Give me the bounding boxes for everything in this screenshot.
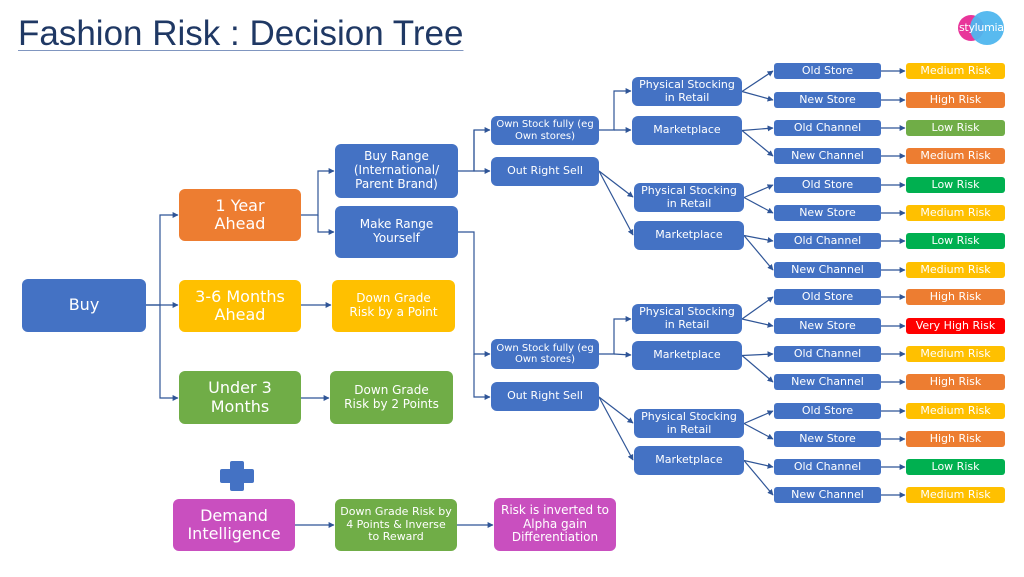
risk-level-badge: Medium Risk: [906, 346, 1005, 362]
risk-level-badge: Medium Risk: [906, 487, 1005, 503]
leaf-condition-node: New Store: [774, 92, 881, 108]
stylumia-logo: stylumia: [958, 11, 1018, 45]
connector-arrow: [741, 351, 774, 358]
risk-level-badge: High Risk: [906, 374, 1005, 390]
leaf-condition-node: New Store: [774, 205, 881, 221]
connector-arrow: [741, 90, 774, 102]
connector-arrow: [743, 459, 774, 469]
own-stock-node-2: Own Stock fully (eg Own stores): [491, 339, 599, 369]
leaf-condition-node: Old Channel: [774, 120, 881, 136]
leaf-condition-node: New Store: [774, 431, 881, 447]
connector-arrow: [741, 125, 774, 132]
connector-arrow: [599, 88, 632, 131]
logo-circle-blue: [970, 11, 1004, 45]
horizon-3-6-months-node: 3-6 Months Ahead: [179, 280, 301, 332]
physical-stocking-node: Physical Stocking in Retail: [632, 77, 742, 106]
risk-level-badge: Low Risk: [906, 233, 1005, 249]
marketplace-node: Marketplace: [632, 116, 742, 145]
connector-arrow: [301, 168, 335, 216]
connector-arrow: [743, 235, 774, 271]
connector-arrow: [599, 316, 632, 355]
physical-stocking-node: Physical Stocking in Retail: [634, 183, 744, 212]
leaf-condition-node: Old Channel: [774, 459, 881, 475]
leaf-condition-node: New Store: [774, 318, 881, 334]
physical-stocking-node: Physical Stocking in Retail: [632, 304, 742, 334]
connector-arrow: [741, 130, 774, 157]
leaf-condition-node: New Channel: [774, 148, 881, 164]
connector-arrow: [741, 318, 774, 328]
connector-arrow: [458, 231, 491, 357]
connector-arrow: [743, 422, 774, 440]
leaf-condition-node: New Channel: [774, 374, 881, 390]
demand-intelligence-node: Demand Intelligence: [173, 499, 295, 551]
logo-text: stylumia: [959, 21, 1004, 34]
connector-arrow: [598, 170, 634, 198]
physical-stocking-node: Physical Stocking in Retail: [634, 409, 744, 438]
risk-level-badge: Low Risk: [906, 120, 1005, 136]
connector-arrow: [743, 196, 774, 214]
connector-arrow: [743, 234, 774, 243]
risk-level-badge: Medium Risk: [906, 403, 1005, 419]
downgrade-1-point-node: Down Grade Risk by a Point: [332, 280, 455, 332]
connector-arrow: [598, 170, 634, 236]
risk-level-badge: Very High Risk: [906, 318, 1005, 334]
connector-arrow: [743, 184, 774, 199]
leaf-condition-node: New Channel: [774, 262, 881, 278]
connector-arrow: [473, 130, 491, 174]
risk-level-badge: High Risk: [906, 92, 1005, 108]
connector-arrow: [473, 354, 491, 400]
risk-level-badge: Low Risk: [906, 177, 1005, 193]
plus-icon: [220, 461, 254, 491]
connector-arrow: [743, 460, 774, 496]
connector-arrow: [598, 396, 634, 461]
leaf-condition-node: Old Channel: [774, 346, 881, 362]
make-range-node: Make Range Yourself: [335, 206, 458, 258]
own-stock-node-1: Own Stock fully (eg Own stores): [491, 116, 599, 145]
risk-level-badge: Medium Risk: [906, 262, 1005, 278]
page-title: Fashion Risk : Decision Tree: [18, 14, 464, 53]
downgrade-2-points-node: Down Grade Risk by 2 Points: [330, 371, 453, 424]
connector-arrow: [743, 410, 774, 425]
risk-level-badge: Medium Risk: [906, 205, 1005, 221]
buy-node: Buy: [22, 279, 146, 332]
connector-arrow: [598, 396, 634, 424]
risk-level-badge: Low Risk: [906, 459, 1005, 475]
leaf-condition-node: New Channel: [774, 487, 881, 503]
marketplace-node: Marketplace: [634, 446, 744, 475]
leaf-condition-node: Old Channel: [774, 233, 881, 249]
risk-level-badge: High Risk: [906, 289, 1005, 305]
marketplace-node: Marketplace: [634, 221, 744, 250]
leaf-condition-node: Old Store: [774, 177, 881, 193]
downgrade-4-points-node: Down Grade Risk by 4 Points & Inverse to…: [335, 499, 457, 551]
alpha-gain-node: Risk is inverted to Alpha gain Different…: [494, 498, 616, 551]
connector-arrow: [146, 212, 179, 306]
leaf-condition-node: Old Store: [774, 403, 881, 419]
leaf-condition-node: Old Store: [774, 63, 881, 79]
out-right-sell-node-1: Out Right Sell: [491, 157, 599, 186]
risk-level-badge: High Risk: [906, 431, 1005, 447]
buy-range-node: Buy Range (International/ Parent Brand): [335, 144, 458, 198]
connector-arrow: [741, 355, 774, 383]
horizon-under-3-months-node: Under 3 Months: [179, 371, 301, 424]
connector-arrow: [741, 296, 774, 320]
connector-arrow: [159, 305, 179, 401]
marketplace-node: Marketplace: [632, 341, 742, 370]
out-right-sell-node-2: Out Right Sell: [491, 382, 599, 411]
connector-arrow: [613, 351, 632, 358]
leaf-condition-node: Old Store: [774, 289, 881, 305]
connector-arrow: [317, 215, 335, 235]
horizon-1-year-node: 1 Year Ahead: [179, 189, 301, 241]
risk-level-badge: Medium Risk: [906, 63, 1005, 79]
connector-arrow: [741, 70, 774, 93]
risk-level-badge: Medium Risk: [906, 148, 1005, 164]
